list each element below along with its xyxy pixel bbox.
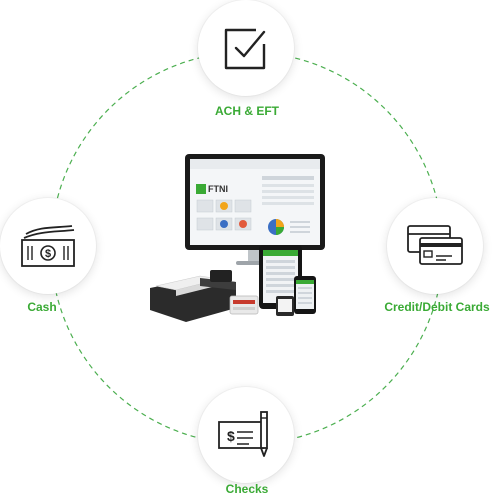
monitor bbox=[185, 154, 325, 265]
small-phone bbox=[276, 296, 294, 316]
tablet bbox=[259, 245, 302, 309]
node-label-cash: Cash bbox=[27, 300, 57, 314]
check-scanner bbox=[150, 270, 236, 322]
svg-text:$: $ bbox=[45, 248, 51, 260]
node-ach-eft[interactable] bbox=[198, 0, 294, 96]
checkbox-icon bbox=[224, 28, 266, 70]
center-logo-text: FTNI bbox=[208, 184, 228, 194]
svg-text:$: $ bbox=[227, 428, 235, 444]
node-label-ach-eft: ACH & EFT bbox=[215, 104, 279, 118]
node-label-checks: Checks bbox=[225, 482, 269, 496]
phone bbox=[294, 276, 316, 314]
node-credit-debit-cards[interactable] bbox=[387, 198, 483, 294]
banknotes-icon: $ bbox=[21, 225, 75, 267]
node-label-credit-debit-cards: Credit/Debit Cards bbox=[384, 300, 490, 314]
credit-cards-icon bbox=[407, 225, 463, 265]
check-and-pen-icon: $ bbox=[218, 411, 268, 457]
node-cash[interactable]: $ bbox=[0, 198, 96, 294]
card-reader bbox=[229, 295, 259, 315]
node-checks[interactable]: $ bbox=[198, 387, 294, 483]
